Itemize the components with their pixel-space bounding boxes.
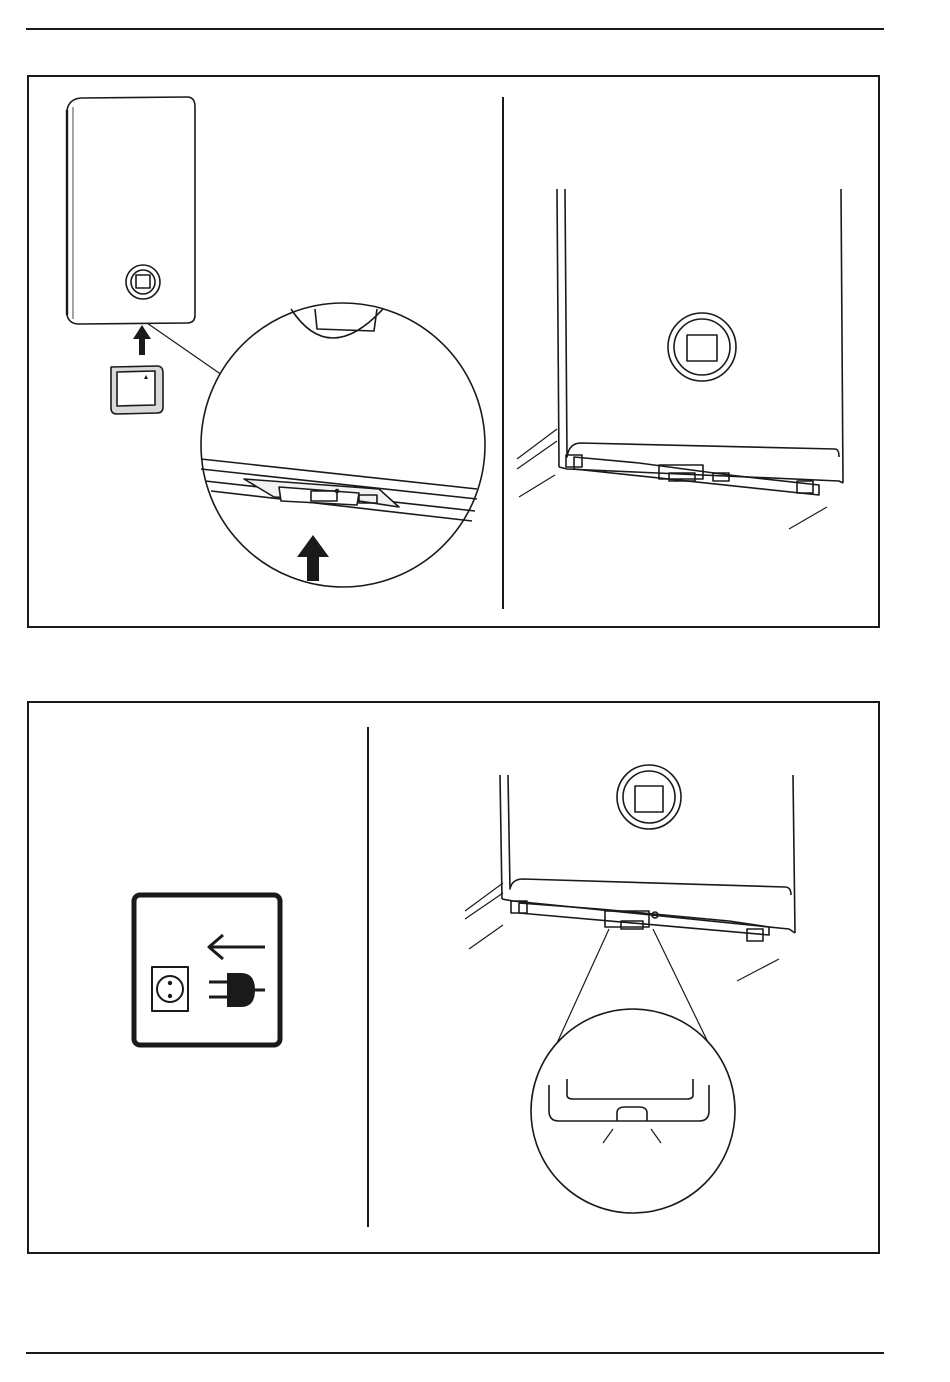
figure-2-frame: [27, 701, 880, 1254]
boiler-unit-icon: [67, 97, 195, 324]
header-rule: [26, 28, 884, 30]
magnifier-detail-icon: [531, 1009, 735, 1213]
plug-icon: [209, 973, 265, 1007]
left-arrow-icon: [209, 935, 265, 959]
magnifier-detail-icon: [201, 303, 485, 587]
up-arrow-icon: [133, 325, 151, 355]
boiler-bottom-icon: [465, 765, 795, 981]
figure-2-illustration: [29, 703, 878, 1252]
service-panel-icon: [111, 366, 163, 414]
socket-icon: [152, 967, 188, 1011]
footer-rule: [26, 1352, 884, 1354]
unplug-mains-icon: [134, 895, 280, 1045]
boiler-bottom-icon: [517, 189, 843, 529]
figure-1-illustration: [29, 77, 878, 626]
figure-1-frame: [27, 75, 880, 628]
